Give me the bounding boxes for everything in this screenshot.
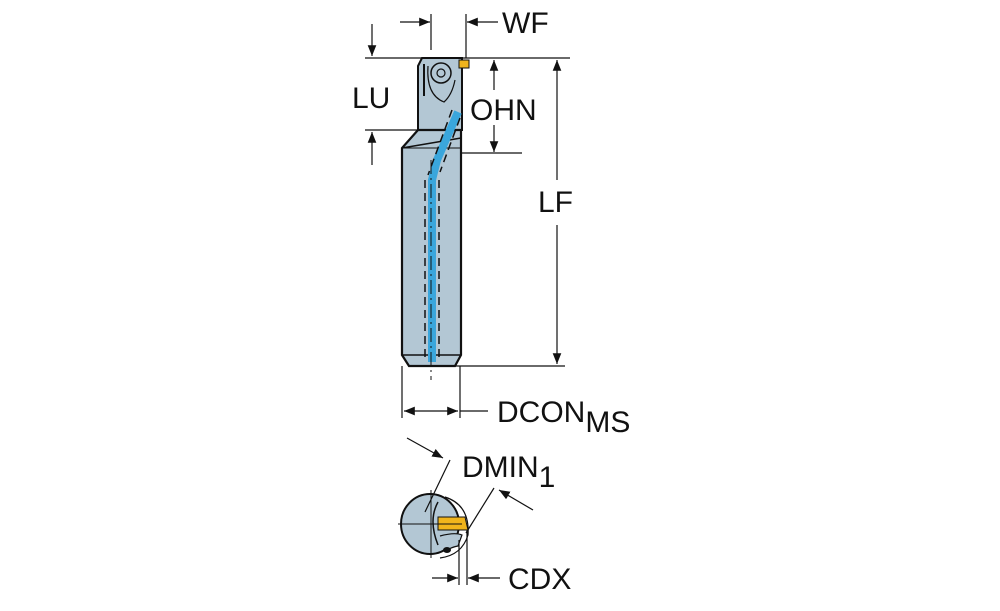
label-lf: LF	[538, 186, 573, 219]
label-wf: WF	[502, 7, 549, 40]
label-ohn: OHN	[470, 94, 537, 127]
tool-end-view	[398, 490, 469, 559]
dimension-dcon: DCONMS	[401, 366, 630, 439]
cutting-insert	[458, 59, 470, 69]
dimension-cdx: CDX	[432, 530, 571, 596]
tool-side-view	[400, 57, 470, 380]
label-lu: LU	[352, 82, 390, 115]
dimension-ohn: OHN	[462, 60, 537, 154]
label-dcon: DCONMS	[497, 396, 630, 439]
label-cdx: CDX	[508, 563, 571, 596]
coolant-channel	[428, 110, 462, 362]
clamp-screw-icon	[430, 62, 452, 84]
dimension-dmin: DMIN1	[406, 437, 555, 534]
dimension-wf: WF	[400, 7, 549, 58]
dimension-lf: LF	[455, 60, 573, 367]
dimension-lu: LU	[352, 24, 418, 165]
label-dmin: DMIN1	[462, 451, 555, 494]
